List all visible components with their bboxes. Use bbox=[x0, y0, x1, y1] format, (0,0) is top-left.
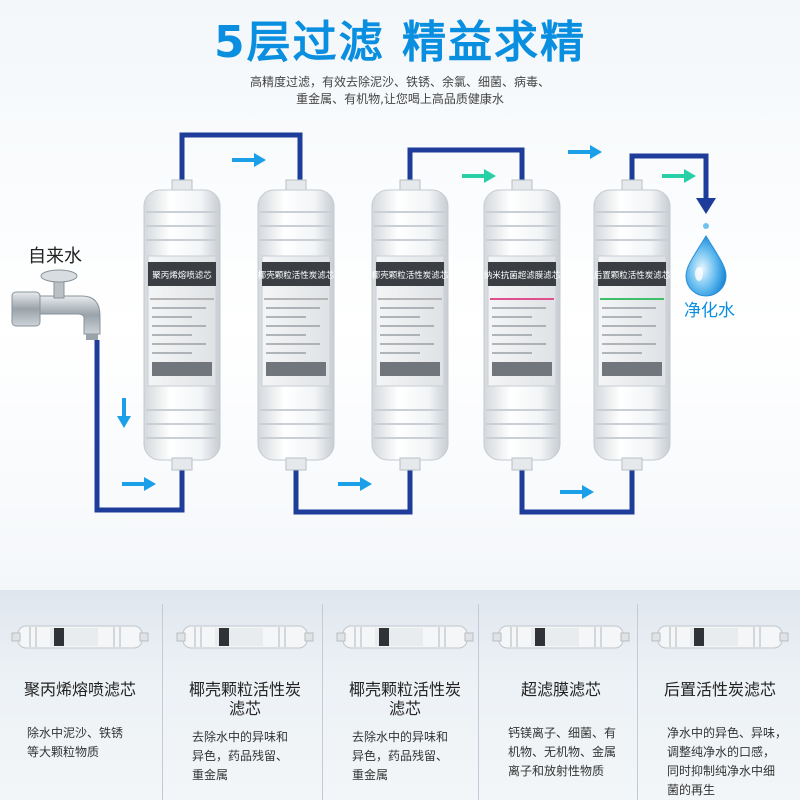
faucet-icon bbox=[11, 269, 101, 340]
panel-divider bbox=[162, 604, 163, 800]
flow-arrow-icon bbox=[117, 398, 131, 428]
filter-description-line: 重金属 bbox=[192, 768, 229, 782]
page-title: 5层过滤 精益求精 bbox=[214, 17, 586, 68]
panel-divider bbox=[637, 604, 638, 800]
subtitle-line-2: 重金属、有机物,让您喝上高品质健康水 bbox=[296, 92, 504, 106]
purified-water-label: 净化水 bbox=[684, 301, 735, 321]
cartridge-thumbnail-icon bbox=[492, 625, 630, 649]
panel-divider bbox=[322, 604, 323, 800]
flow-arrow-icon bbox=[232, 153, 266, 167]
filter-name-line: 滤芯 bbox=[228, 699, 261, 718]
filter-description: 钙镁离子、细菌、有机物、无机物、金属离子和放射性物质 bbox=[508, 724, 633, 781]
filter-description-line: 同时抑制纯净水中细 bbox=[667, 764, 776, 778]
flow-arrow-icon bbox=[462, 169, 496, 183]
tap-water-label: 自来水 bbox=[28, 246, 82, 267]
filter-cartridge: 纳米抗菌超滤膜滤芯 bbox=[483, 179, 561, 471]
outlet-arrow-head bbox=[696, 198, 716, 214]
pipe-4-5 bbox=[519, 458, 635, 515]
filter-cartridge: 后置颗粒活性炭滤芯 bbox=[593, 179, 671, 471]
cartridge-label: 椰壳颗粒活性炭滤芯 bbox=[258, 270, 335, 281]
page-subtitle: 高精度过滤，有效去除泥沙、铁锈、余氯、细菌、病毒、 重金属、有机物,让您喝上高品… bbox=[0, 74, 800, 108]
filter-description-line: 钙镁离子、细菌、有 bbox=[508, 726, 617, 740]
filter-description-line: 除水中泥沙、铁锈 bbox=[27, 726, 124, 740]
filter-panel: 椰壳颗粒活性炭滤芯去除水中的异味和异色，药品残留、重金属 bbox=[170, 604, 320, 800]
cartridge-thumbnail-icon bbox=[651, 625, 789, 649]
filter-description-line: 重金属 bbox=[352, 768, 389, 782]
filter-description-line: 异色，药品残留、 bbox=[192, 749, 289, 763]
filter-name-line: 滤芯 bbox=[388, 699, 421, 718]
filter-panel: 聚丙烯熔喷滤芯除水中泥沙、铁锈等大颗粒物质 bbox=[5, 604, 155, 800]
filter-description: 除水中泥沙、铁锈等大颗粒物质 bbox=[27, 724, 152, 762]
flow-arrow-icon bbox=[338, 477, 372, 491]
filter-name: 椰壳颗粒活性炭滤芯 bbox=[330, 680, 480, 718]
filter-description-line: 去除水中的异味和 bbox=[352, 730, 449, 744]
filter-cartridge: 椰壳颗粒活性炭滤芯 bbox=[371, 179, 449, 471]
filter-name: 超滤膜滤芯 bbox=[486, 680, 636, 699]
filter-description-line: 调整纯净水的口感， bbox=[667, 745, 776, 759]
pipe-outlet bbox=[629, 153, 709, 200]
cartridge-label: 聚丙烯熔喷滤芯 bbox=[152, 270, 212, 281]
cartridge-label: 纳米抗菌超滤膜滤芯 bbox=[484, 270, 561, 281]
pipe-1-2 bbox=[179, 132, 303, 190]
pipe-inlet bbox=[94, 340, 185, 513]
filter-description-line: 等大颗粒物质 bbox=[27, 745, 100, 759]
filter-name-line: 椰壳颗粒活性炭 bbox=[348, 680, 461, 699]
filter-description-line: 异色，药品残留、 bbox=[352, 749, 449, 763]
cartridge-label: 椰壳颗粒活性炭滤芯 bbox=[372, 270, 449, 281]
pipe-3-4 bbox=[407, 147, 525, 190]
filter-description-line: 机物、无机物、金属 bbox=[508, 745, 617, 759]
filter-info-section: 聚丙烯熔喷滤芯除水中泥沙、铁锈等大颗粒物质椰壳颗粒活性炭滤芯去除水中的异味和异色… bbox=[0, 590, 800, 800]
filter-panel: 超滤膜滤芯钙镁离子、细菌、有机物、无机物、金属离子和放射性物质 bbox=[486, 604, 636, 800]
filter-panel: 后置活性炭滤芯净水中的异色、异味， 调整纯净水的口感， 同时抑制纯净水中细菌的再生 bbox=[645, 604, 795, 800]
flow-arrow-icon bbox=[662, 169, 696, 183]
filter-name-line: 超滤膜滤芯 bbox=[520, 680, 601, 699]
filter-description: 净水中的异色、异味， 调整纯净水的口感， 同时抑制纯净水中细菌的再生 bbox=[667, 724, 792, 800]
water-drop-icon bbox=[685, 235, 727, 297]
flow-arrow-icon bbox=[122, 477, 156, 491]
filter-description: 去除水中的异味和异色，药品残留、重金属 bbox=[352, 728, 477, 785]
subtitle-line-1: 高精度过滤，有效去除泥沙、铁锈、余氯、细菌、病毒、 bbox=[249, 75, 550, 89]
panel-divider bbox=[478, 604, 479, 800]
pipe-2-3 bbox=[293, 458, 413, 515]
filter-cartridge: 椰壳颗粒活性炭滤芯 bbox=[257, 179, 335, 471]
filter-description-line: 菌的再生 bbox=[667, 783, 716, 797]
flow-arrow-icon bbox=[568, 145, 602, 159]
filter-name: 后置活性炭滤芯 bbox=[645, 680, 795, 699]
flow-arrow-icon bbox=[560, 485, 594, 499]
cartridge-thumbnail-icon bbox=[176, 625, 314, 649]
cartridge-thumbnail-icon bbox=[336, 625, 474, 649]
filter-name-line: 聚丙烯熔喷滤芯 bbox=[23, 680, 136, 699]
filter-name: 聚丙烯熔喷滤芯 bbox=[5, 680, 155, 699]
filter-cartridge: 聚丙烯熔喷滤芯 bbox=[143, 179, 221, 471]
filter-description-line: 离子和放射性物质 bbox=[508, 764, 605, 778]
filtration-flow-diagram: 聚丙烯熔喷滤芯 椰壳颗粒活性炭滤芯 椰壳颗粒活性炭滤芯 纳米抗菌超滤膜滤芯 后置颗粒活性… bbox=[11, 132, 727, 515]
filter-description-line: 去除水中的异味和 bbox=[192, 730, 289, 744]
filter-name-line: 后置活性炭滤芯 bbox=[663, 680, 776, 699]
filter-description: 去除水中的异味和异色，药品残留、重金属 bbox=[192, 728, 317, 785]
cartridge-thumbnail-icon bbox=[11, 625, 149, 649]
filter-description-line: 净水中的异色、异味， bbox=[667, 726, 788, 740]
filter-panel: 椰壳颗粒活性炭滤芯去除水中的异味和异色，药品残留、重金属 bbox=[330, 604, 480, 800]
filter-name-line: 椰壳颗粒活性炭 bbox=[188, 680, 301, 699]
water-pipes bbox=[94, 132, 709, 515]
cartridge-label: 后置颗粒活性炭滤芯 bbox=[594, 270, 671, 281]
filter-name: 椰壳颗粒活性炭滤芯 bbox=[170, 680, 320, 718]
